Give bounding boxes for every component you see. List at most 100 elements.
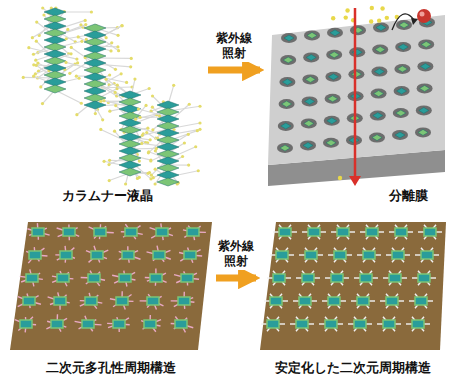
chain-end: [197, 169, 200, 172]
panel: 分離膜: [262, 4, 448, 206]
porphyrin-core: [153, 251, 165, 259]
porphyrin-core: [178, 297, 190, 305]
pore-mesogen: [307, 32, 317, 38]
chain-end: [147, 172, 150, 175]
chain-end: [107, 163, 110, 166]
chain-end: [77, 77, 80, 80]
chain-end: [35, 40, 38, 43]
pore: [372, 45, 388, 55]
small-molecule: [344, 15, 348, 19]
porphyrin-core: [32, 228, 44, 236]
pore: [396, 20, 412, 30]
pore: [417, 61, 433, 71]
pore: [277, 143, 293, 153]
pore-mesogen: [280, 145, 290, 151]
uv-arrow: [216, 275, 256, 282]
porphyrin-core: [267, 320, 279, 328]
porphyrin-core: [26, 274, 38, 282]
chain-end: [151, 106, 154, 109]
chain-end: [151, 128, 154, 131]
porphyrin-core: [51, 320, 63, 328]
pore-mesogen: [306, 54, 316, 60]
pore: [395, 42, 411, 52]
chain-end: [139, 116, 142, 119]
porphyrin-core: [366, 228, 378, 236]
pore: [417, 83, 433, 93]
edge-label: 紫外線 照射: [212, 30, 256, 62]
mesogen-disk: [44, 85, 66, 93]
porphyrin-core: [386, 297, 398, 305]
porphyrin-core: [279, 228, 291, 236]
chain-end: [32, 53, 35, 56]
membrane-top: [268, 15, 445, 165]
porphyrin-core: [187, 228, 199, 236]
chain-end: [181, 155, 184, 158]
porphyrin-core: [421, 251, 433, 259]
chain-end: [41, 102, 44, 105]
pore-mesogen: [372, 135, 382, 141]
substrate: [10, 222, 212, 350]
pore: [371, 67, 387, 77]
pore: [301, 118, 317, 128]
chain-end: [108, 159, 111, 162]
pore-mesogen: [373, 113, 383, 119]
porphyrin-core: [415, 297, 427, 305]
chain-end: [109, 49, 112, 52]
pore-mesogen: [282, 101, 292, 107]
chain-end: [120, 72, 123, 75]
chain-end: [138, 176, 141, 179]
chain-end: [113, 130, 116, 133]
porphyrin-core: [88, 274, 100, 282]
pore-mesogen: [397, 66, 407, 72]
chain-end: [84, 23, 87, 26]
pore-mesogen: [281, 123, 291, 129]
chain-end: [99, 100, 102, 103]
pore-mesogen: [283, 57, 293, 63]
porphyrin-core: [29, 251, 41, 259]
chain-end: [75, 75, 78, 78]
pore: [327, 28, 343, 38]
chain-end: [32, 75, 35, 78]
porphyrin-core: [147, 297, 159, 305]
panel-caption: 二次元多孔性周期構造: [8, 360, 214, 376]
chain-end: [158, 114, 161, 117]
porphyrin-core: [296, 320, 308, 328]
pore: [279, 77, 295, 87]
chain-end: [149, 158, 152, 161]
pore: [370, 111, 386, 121]
pore-mesogen: [330, 30, 340, 36]
porphyrin-core: [57, 274, 69, 282]
pore-mesogen: [374, 91, 384, 97]
pore: [323, 138, 339, 148]
porphyrin-core: [383, 320, 395, 328]
porphyrin-core: [395, 228, 407, 236]
chain-end: [41, 6, 44, 9]
pore: [373, 23, 389, 33]
small-molecule: [377, 18, 381, 22]
pore: [300, 140, 316, 150]
porphyrin-core: [412, 320, 424, 328]
chain-end: [66, 28, 69, 31]
chain-end: [130, 57, 133, 60]
pore-mesogen: [399, 22, 409, 28]
pore: [304, 30, 320, 40]
pore: [350, 25, 366, 35]
small-molecule: [331, 16, 335, 20]
porphyrin-core: [302, 274, 314, 282]
chain-end: [108, 73, 111, 76]
chain-end: [90, 10, 93, 13]
porphyrin-core: [305, 251, 317, 259]
pore: [349, 47, 365, 57]
chain-end: [121, 24, 124, 27]
chain-end: [125, 81, 128, 84]
porphyrin-core: [392, 251, 404, 259]
pore: [392, 130, 408, 140]
chain-end: [152, 176, 155, 179]
porphyrin-core: [357, 297, 369, 305]
panel: カラムナー液晶: [8, 4, 206, 206]
pore-mesogen: [284, 35, 294, 41]
mesogen-disk: [84, 101, 106, 109]
panel-caption: カラムナー液晶: [8, 188, 206, 204]
chain-end: [117, 49, 120, 52]
